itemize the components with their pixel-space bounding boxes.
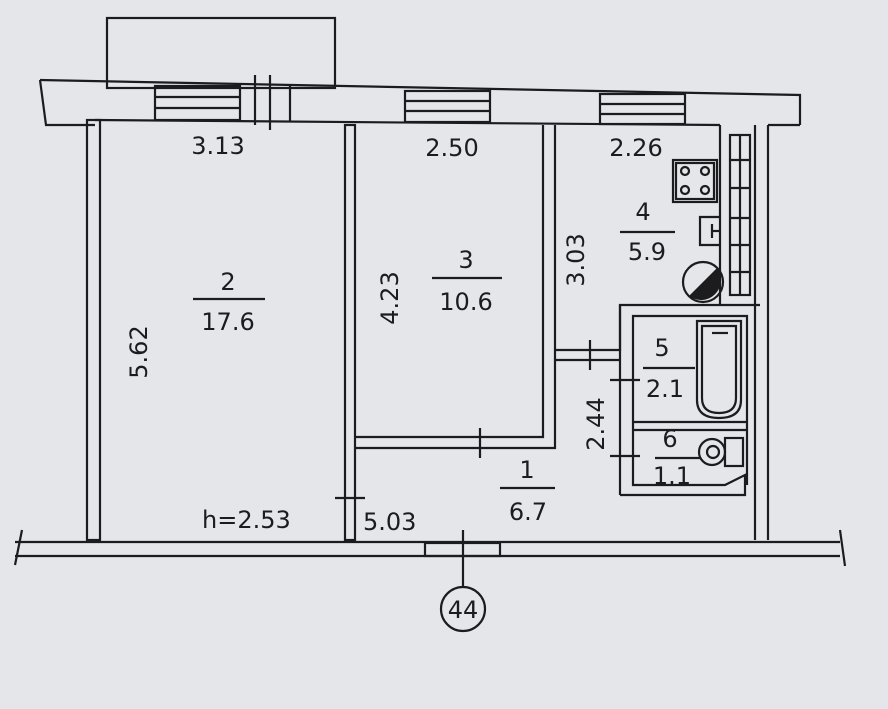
wall-room2-room3 — [343, 123, 357, 542]
dim-room4-width: 2.26 — [609, 134, 662, 162]
room-6-label: 6 1.1 — [653, 425, 700, 490]
svg-text:2.1: 2.1 — [646, 375, 684, 403]
window — [403, 89, 492, 124]
dim-room2-length: 5.62 — [125, 325, 153, 378]
svg-text:6: 6 — [662, 425, 677, 453]
svg-text:3: 3 — [458, 246, 473, 274]
svg-text:10.6: 10.6 — [439, 288, 492, 316]
bathtub-icon — [695, 319, 743, 420]
stove-icon — [671, 158, 719, 204]
axis-marker — [439, 585, 487, 633]
balcony-door — [253, 75, 292, 130]
svg-text:17.6: 17.6 — [201, 308, 254, 336]
svg-text:1.1: 1.1 — [653, 462, 691, 490]
bottom-exterior-wall — [13, 529, 847, 586]
room-5-label: 5 2.1 — [643, 334, 695, 403]
dim-room4-length: 3.03 — [562, 233, 590, 286]
ventilation-shaft — [728, 133, 752, 297]
axis-marker-label: 44 — [448, 596, 479, 624]
left-wall — [85, 118, 102, 542]
bathroom-block — [555, 303, 760, 497]
room-4-label: 4 5.9 — [620, 198, 675, 266]
ceiling-height: h=2.53 — [202, 506, 291, 534]
svg-text:5: 5 — [654, 334, 669, 362]
svg-text:2: 2 — [220, 268, 235, 296]
room-1-label: 1 6.7 — [500, 456, 555, 526]
room-2-label: 2 17.6 — [193, 268, 265, 336]
dim-hall-length: 5.03 — [363, 508, 416, 536]
toilet-icon — [697, 436, 745, 468]
window — [598, 92, 687, 126]
dim-room3-width: 2.50 — [425, 134, 478, 162]
svg-text:5.9: 5.9 — [628, 238, 666, 266]
wall-room3 — [355, 125, 545, 439]
gas-boiler-icon — [681, 260, 725, 304]
window — [153, 84, 242, 122]
svg-text:6.7: 6.7 — [509, 498, 547, 526]
svg-text:4: 4 — [635, 198, 650, 226]
balcony — [105, 16, 337, 90]
svg-text:1: 1 — [519, 456, 534, 484]
dim-bath-length: 2.44 — [582, 397, 610, 450]
room-3-label: 3 10.6 — [432, 246, 502, 316]
dim-room2-width: 3.13 — [191, 132, 244, 160]
sink-icon — [698, 215, 720, 247]
dim-room3-length: 4.23 — [376, 271, 404, 324]
